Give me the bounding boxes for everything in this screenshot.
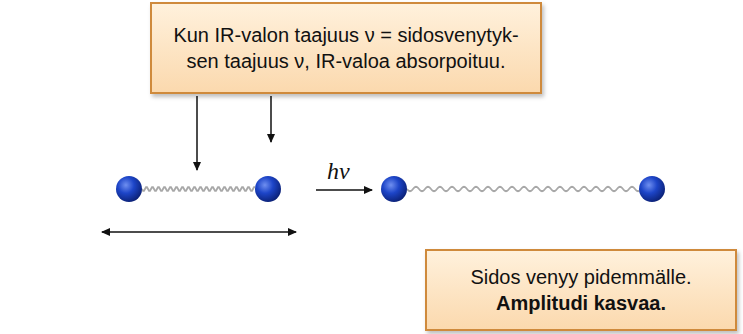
stretch-arrow	[102, 231, 296, 233]
atom-ball	[381, 176, 407, 202]
photon-label: hν	[325, 158, 352, 184]
leader-arrow	[196, 96, 198, 170]
reaction-arrow	[316, 189, 372, 191]
atom-ball	[639, 176, 665, 202]
bond-spring	[407, 187, 639, 191]
callout-box: Kun IR-valon taajuus ν = sidosvenytyk- s…	[150, 2, 542, 94]
box-text: Sidos venyy pidemmälle.	[470, 264, 691, 290]
leader-arrow	[270, 96, 272, 142]
atom-ball	[255, 176, 281, 202]
bond-spring	[142, 187, 255, 191]
box-text: Kun IR-valon taajuus ν = sidosvenytyk- s…	[164, 22, 528, 74]
atom-ball	[116, 176, 142, 202]
box-emphasis: Amplitudi kasvaa.	[496, 290, 666, 316]
note-box: Sidos venyy pidemmälle.Amplitudi kasvaa.	[425, 249, 737, 331]
